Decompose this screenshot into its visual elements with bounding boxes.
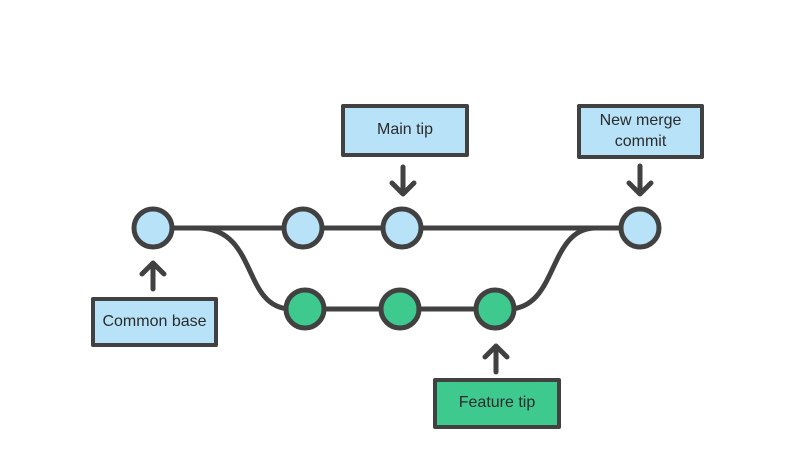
- new-merge-commit-down-arrow-icon: [626, 163, 654, 197]
- commit-node-main-tip: [380, 206, 424, 250]
- commit-node-common-base: [131, 206, 175, 250]
- main-tip-label: Main tip: [376, 121, 434, 139]
- commit-node-main-2: [281, 206, 325, 250]
- main-tip-label-box: Main tip: [341, 104, 469, 157]
- main-tip-down-arrow-icon: [389, 164, 417, 197]
- commit-node-feature-tip: [473, 287, 517, 331]
- commit-node-new-merge-commit: [618, 206, 662, 250]
- feature-tip-label-box: Feature tip: [433, 378, 561, 429]
- commit-node-feature-1: [283, 287, 327, 331]
- feature-tip-label: Feature tip: [458, 394, 536, 412]
- commit-node-feature-2: [378, 287, 422, 331]
- common-base-up-arrow-icon: [139, 260, 167, 292]
- common-base-label: Common base: [102, 312, 207, 330]
- common-base-label-box: Common base: [91, 297, 218, 347]
- new-merge-commit-label-box: New merge commit: [577, 104, 704, 159]
- feature-tip-up-arrow-icon: [482, 343, 510, 375]
- new-merge-commit-label: New merge commit: [599, 112, 682, 150]
